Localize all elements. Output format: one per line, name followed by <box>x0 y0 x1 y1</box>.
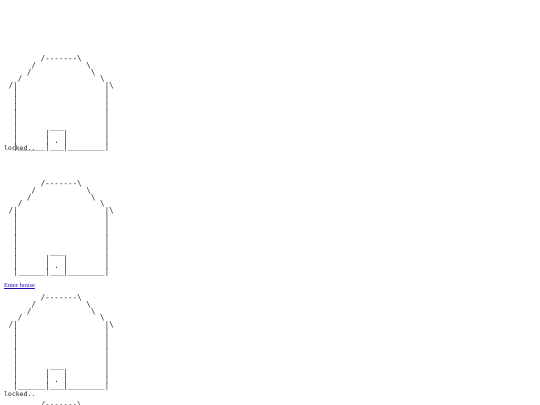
house-ascii-art: /-------\ / \ / \ / \ /| |\ | | | | | | … <box>8 293 114 391</box>
house-status-text: locked.. <box>4 144 36 152</box>
house-ascii-art-partial: /-------\ <box>4 400 82 405</box>
house-ascii-art: /-------\ / \ / \ / \ /| |\ | | | | | | … <box>8 54 114 152</box>
house-status-text: locked.. <box>4 390 36 398</box>
enter-house-link[interactable]: Enter house <box>4 282 35 289</box>
house-ascii-art: /-------\ / \ / \ / \ /| |\ | | | | | | … <box>8 179 114 277</box>
